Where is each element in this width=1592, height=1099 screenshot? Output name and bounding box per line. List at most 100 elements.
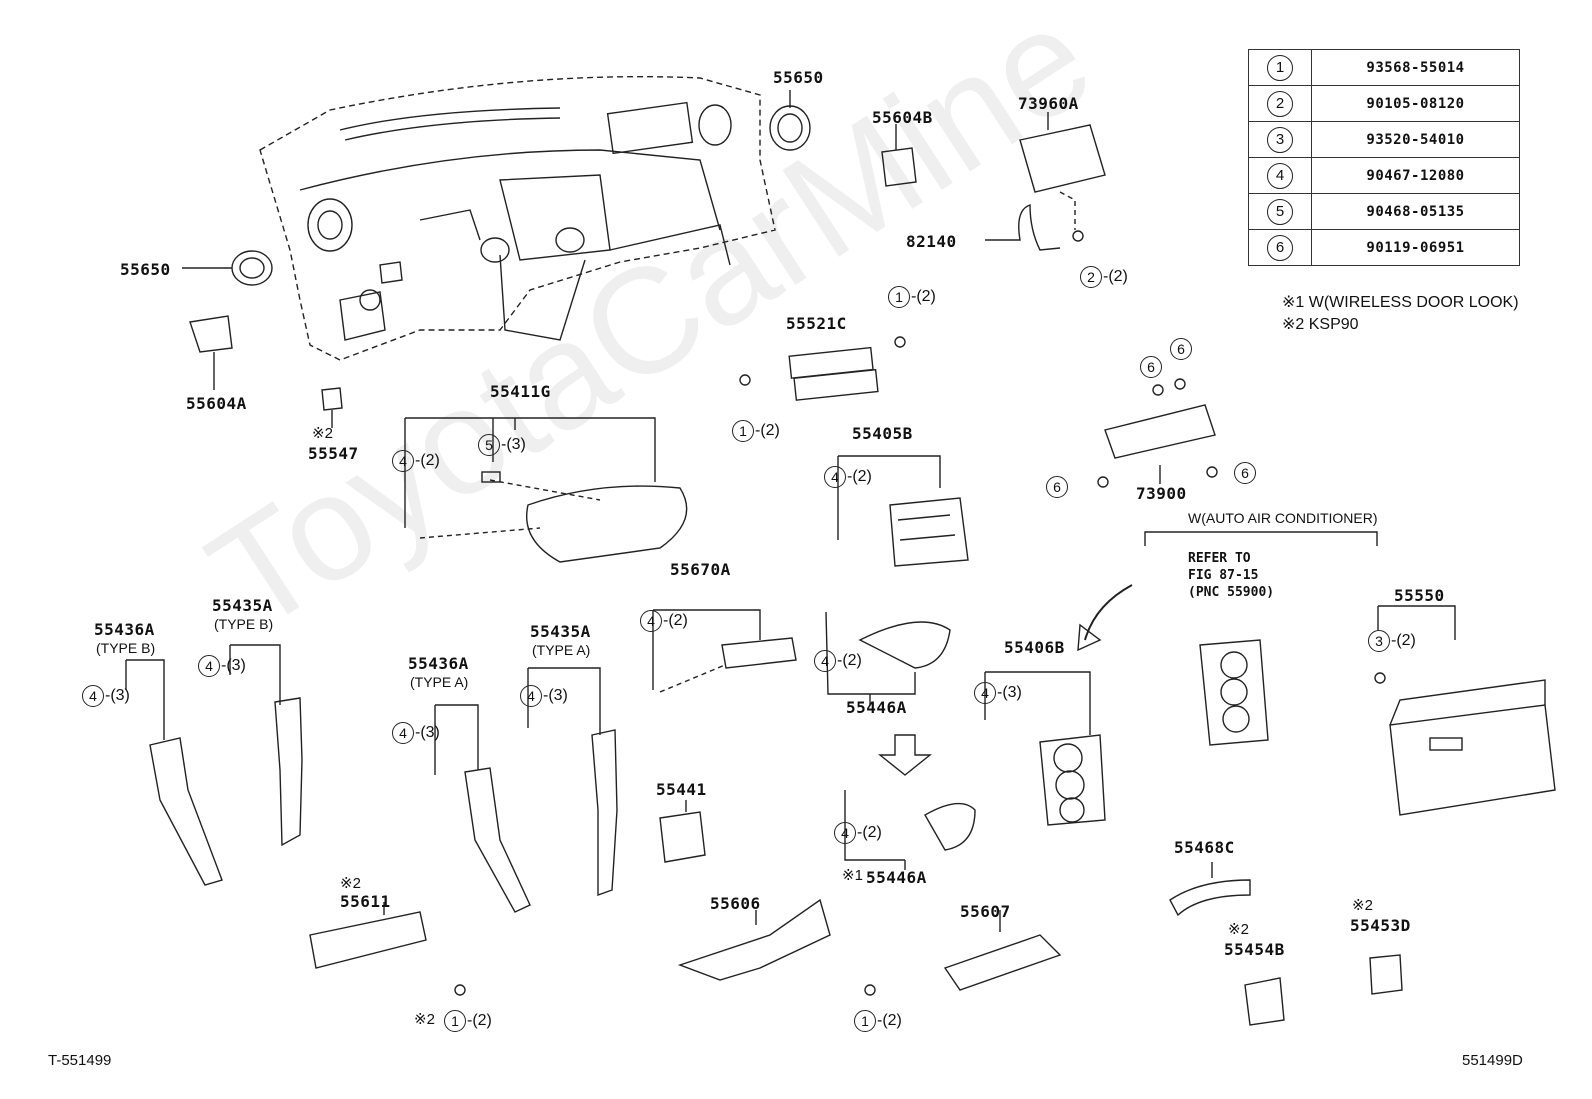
part-label-55435a: 55435A [212, 596, 273, 615]
part-type-55436a: (TYPE A) [410, 674, 469, 690]
part-label-55670a: 55670A [670, 560, 731, 579]
part-label-55436a: 55436A [94, 620, 155, 639]
part-label-73900: 73900 [1136, 484, 1187, 503]
callout-number: 6 [1170, 338, 1192, 360]
part-type-55435a: (TYPE B) [214, 616, 274, 632]
legend-number: 4 [1267, 162, 1293, 189]
callout: 6 [1170, 338, 1193, 360]
legend-number: 3 [1267, 126, 1293, 153]
part-label-55604b: 55604B [872, 108, 933, 127]
legend-part-number: 93568-55014 [1311, 49, 1520, 86]
instrument-panel-drawing [259, 75, 776, 361]
callout-quantity: -(2) [1391, 632, 1416, 649]
parts-legend-table: 1 93568-55014 2 90105-08120 3 93520-54010 4… [1248, 49, 1520, 266]
callout-quantity: -(3) [221, 657, 246, 674]
vent-drawings [182, 90, 811, 286]
callout-quantity: -(2) [755, 422, 780, 439]
callout: 3-(2) [1368, 630, 1416, 652]
callout-quantity: -(2) [837, 652, 862, 669]
part-label-55468c: 55468C [1174, 838, 1235, 857]
callout: 4-(2) [392, 450, 440, 472]
callout: 6 [1140, 356, 1163, 378]
part-label-55435a: 55435A [530, 622, 591, 641]
callout-quantity: -(3) [105, 687, 130, 704]
part-mark-55446a: ※1 [842, 867, 863, 884]
part-type-55436a: (TYPE B) [96, 640, 156, 656]
callout-quantity: -(2) [663, 612, 688, 629]
footer-drawing-id: 551499D [1462, 1052, 1523, 1069]
auto-ac-refer: REFER TO FIG 87-15 (PNC 55900) [1188, 551, 1275, 600]
callout: 4-(3) [520, 685, 568, 707]
callout-quantity: -(2) [467, 1012, 492, 1029]
part-label-55411g: 55411G [490, 382, 551, 401]
legend-part-number: 93520-54010 [1311, 121, 1520, 158]
part-label-55604a: 55604A [186, 394, 247, 413]
part-label-55406b: 55406B [1004, 638, 1065, 657]
callout-number: 3 [1368, 630, 1390, 652]
legend-part-number: 90119-06951 [1311, 229, 1520, 266]
legend-part-number: 90105-08120 [1311, 85, 1520, 122]
part-mark-bottom: ※2 [414, 1011, 435, 1028]
callout: 4-(2) [814, 650, 862, 672]
callout: 4-(3) [82, 685, 130, 707]
part-label-55650: 55650 [120, 260, 171, 279]
callout-number: 6 [1140, 356, 1162, 378]
callout-number: 4 [198, 655, 220, 677]
callout: 4-(2) [824, 466, 872, 488]
part-type-55435a: (TYPE A) [532, 642, 591, 658]
part-label-55650: 55650 [773, 68, 824, 87]
legend-part-number: 90467-12080 [1311, 157, 1520, 194]
part-label-55547: 55547 [308, 444, 359, 463]
legend-row: 4 90467-12080 [1248, 157, 1520, 194]
callout-quantity: -(2) [857, 824, 882, 841]
callout-number: 4 [814, 650, 836, 672]
part-label-55436a: 55436A [408, 654, 469, 673]
part-label-55550: 55550 [1394, 586, 1445, 605]
callout-quantity: -(2) [415, 452, 440, 469]
callout-number: 4 [974, 682, 996, 704]
legend-number: 6 [1267, 234, 1293, 261]
callout-number: 4 [392, 450, 414, 472]
callout: 1-(2) [732, 420, 780, 442]
part-label-55405b: 55405B [852, 424, 913, 443]
callout: 1-(2) [444, 1010, 492, 1032]
part-label-73960a: 73960A [1018, 94, 1079, 113]
part-label-55446a: 55446A [846, 698, 907, 717]
callout-number: 4 [392, 722, 414, 744]
callout: 6 [1046, 476, 1069, 498]
callout-number: 1 [888, 286, 910, 308]
part-mark-55453d: ※2 [1352, 897, 1373, 914]
callout-quantity: -(3) [415, 724, 440, 741]
legend-number: 2 [1267, 90, 1293, 117]
auto-ac-title: W(AUTO AIR CONDITIONER) [1188, 510, 1378, 526]
callout-quantity: -(2) [1103, 268, 1128, 285]
callout: 4-(2) [640, 610, 688, 632]
callout-number: 4 [520, 685, 542, 707]
callout: 4-(3) [198, 655, 246, 677]
callout: 4-(2) [834, 822, 882, 844]
legend-row: 3 93520-54010 [1248, 121, 1520, 158]
part-label-55454b: 55454B [1224, 940, 1285, 959]
callout: 2-(2) [1080, 266, 1128, 288]
callout: 1-(2) [888, 286, 936, 308]
legend-number: 1 [1267, 54, 1293, 81]
callout-number: 6 [1046, 476, 1068, 498]
callout-number: 4 [82, 685, 104, 707]
callout-quantity: -(3) [543, 687, 568, 704]
callout: 4-(3) [392, 722, 440, 744]
callout-number: 1 [732, 420, 754, 442]
part-label-55441: 55441 [656, 780, 707, 799]
callout: 6 [1234, 462, 1257, 484]
callout-number: 4 [824, 466, 846, 488]
callout-quantity: -(2) [877, 1012, 902, 1029]
part-label-55606: 55606 [710, 894, 761, 913]
callout-quantity: -(3) [997, 684, 1022, 701]
legend-row: 2 90105-08120 [1248, 85, 1520, 122]
callout-quantity: -(2) [911, 288, 936, 305]
callout-quantity: -(3) [501, 436, 526, 453]
callout: 1-(2) [854, 1010, 902, 1032]
callout-number: 1 [854, 1010, 876, 1032]
